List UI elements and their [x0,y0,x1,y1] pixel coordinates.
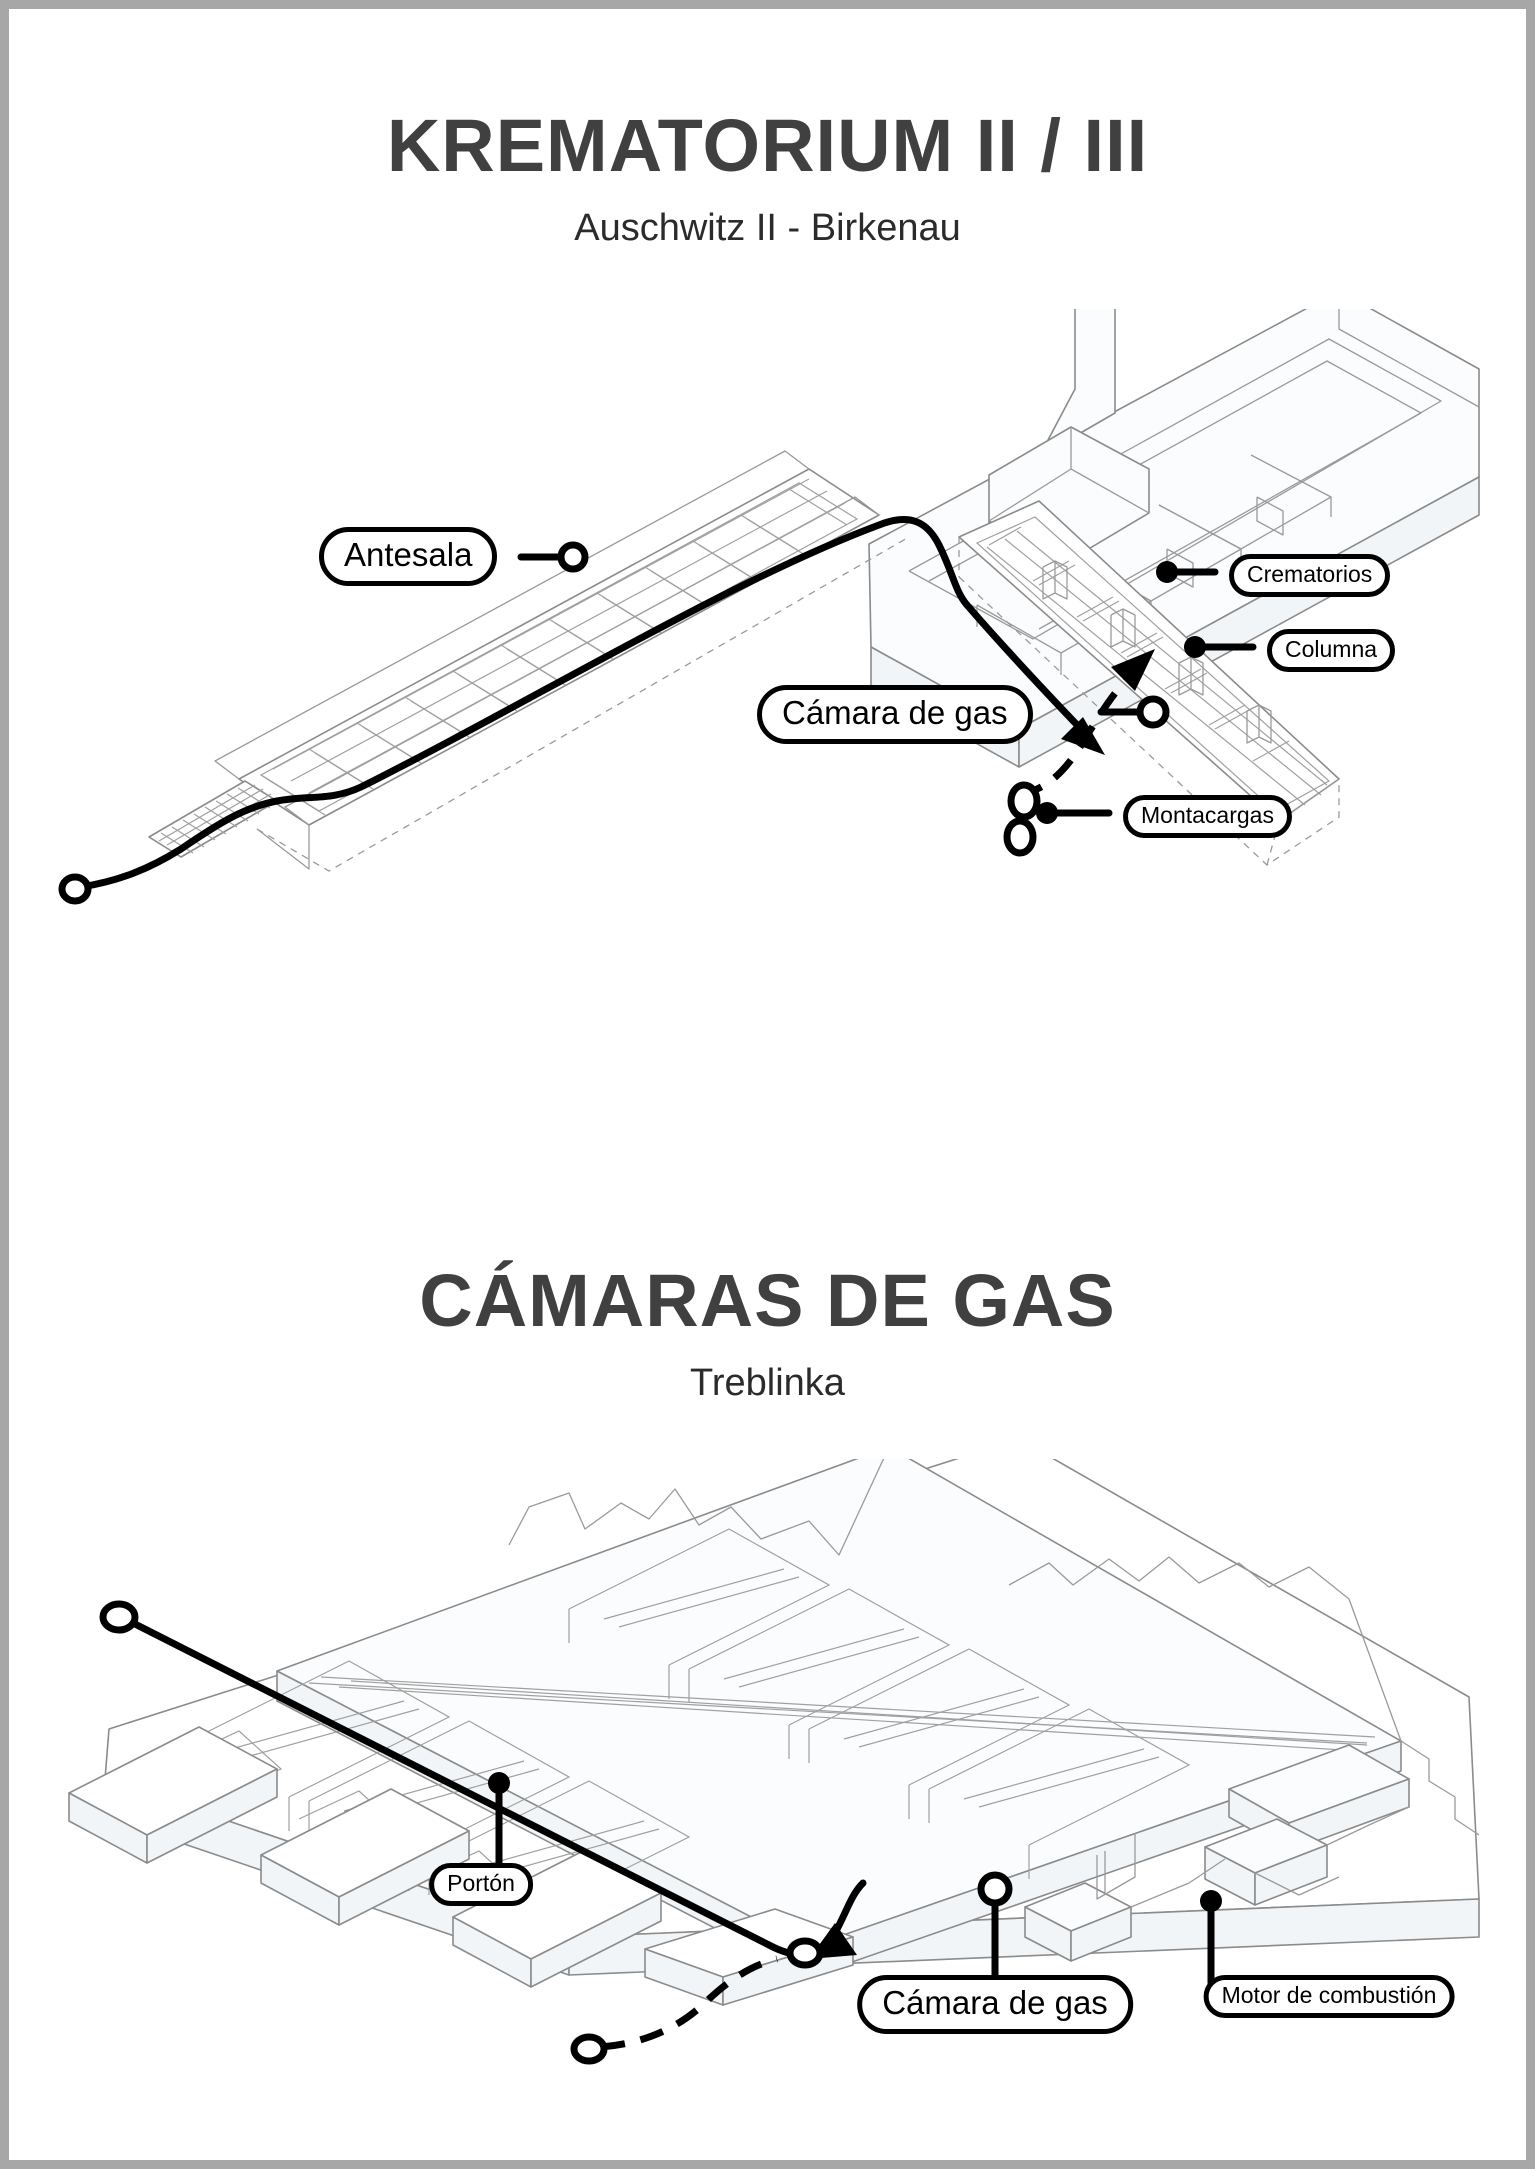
label-camara-de-gas-krema-text: Cámara de gas [782,694,1008,731]
label-montacargas[interactable]: Montacargas [1123,795,1292,838]
krematorium-title-block: KREMATORIUM II / III Auschwitz II - Birk… [9,104,1526,249]
krematorium-subtitle: Auschwitz II - Birkenau [574,207,961,249]
treblinka-svg [68,1459,1480,2065]
connector-dot-motor-combustion [1200,1890,1222,1912]
treblinka-leader-lines [488,1772,1222,1987]
krematorium-main-title: KREMATORIUM II / III [386,104,1149,187]
connector-dot-montacargas [1036,802,1058,824]
label-camara-de-gas-treblinka-text: Cámara de gas [882,1984,1108,2021]
connector-dot-crematorios [1156,561,1178,583]
connector-circle-camara-gas-2 [977,1871,1013,1907]
treblinka-route-dashed [570,1937,824,2065]
label-crematorios-text: Crematorios [1247,561,1373,587]
connector-circle-camara-gas [1136,695,1170,729]
label-antesala-text: Antesala [344,536,473,573]
treblinka-subtitle: Treblinka [690,1362,845,1404]
broken-roof-edge [508,1459,1402,1742]
krematorium-svg [58,309,1480,905]
leader-lines [58,541,1257,905]
label-montacargas-text: Montacargas [1141,802,1274,828]
connector-dot-columna [1184,636,1206,658]
dashed-route-end-marker [786,1937,824,1969]
label-columna-text: Columna [1285,636,1378,662]
platform-step-edge [1400,1740,1480,1836]
label-columna[interactable]: Columna [1267,629,1396,672]
entrance-stairs [148,780,278,858]
corpse-route-dashed [1018,649,1155,799]
route-start-marker [58,873,92,905]
label-motor-de-combustion[interactable]: Motor de combustión [1203,1975,1455,2018]
connector-dot-porton [488,1772,510,1794]
engine-room [1024,1744,1410,1962]
label-camara-de-gas-treblinka[interactable]: Cámara de gas [857,1975,1133,2034]
label-crematorios[interactable]: Crematorios [1229,554,1391,597]
connector-circle-antesala [557,541,589,573]
chamber-cells-right [568,1528,1191,1879]
dashed-route-start-marker [570,2033,608,2065]
treblinka-title-block: CÁMARAS DE GAS Treblinka [9,1259,1526,1404]
label-porton-text: Portón [447,1870,515,1896]
undressing-room [214,450,910,872]
label-camara-de-gas-krema[interactable]: Cámara de gas [757,685,1033,744]
treblinka-isometric-drawing [9,1459,1535,2079]
label-motor-de-combustion-text: Motor de combustión [1221,1982,1437,2008]
treblinka-main-title: CÁMARAS DE GAS [419,1259,1116,1342]
elevator-markers [1003,781,1041,857]
label-antesala[interactable]: Antesala [319,527,498,586]
label-porton[interactable]: Portón [429,1863,533,1906]
krematorium-isometric-drawing [9,309,1535,909]
route-start-marker-treblinka [99,1600,139,1634]
